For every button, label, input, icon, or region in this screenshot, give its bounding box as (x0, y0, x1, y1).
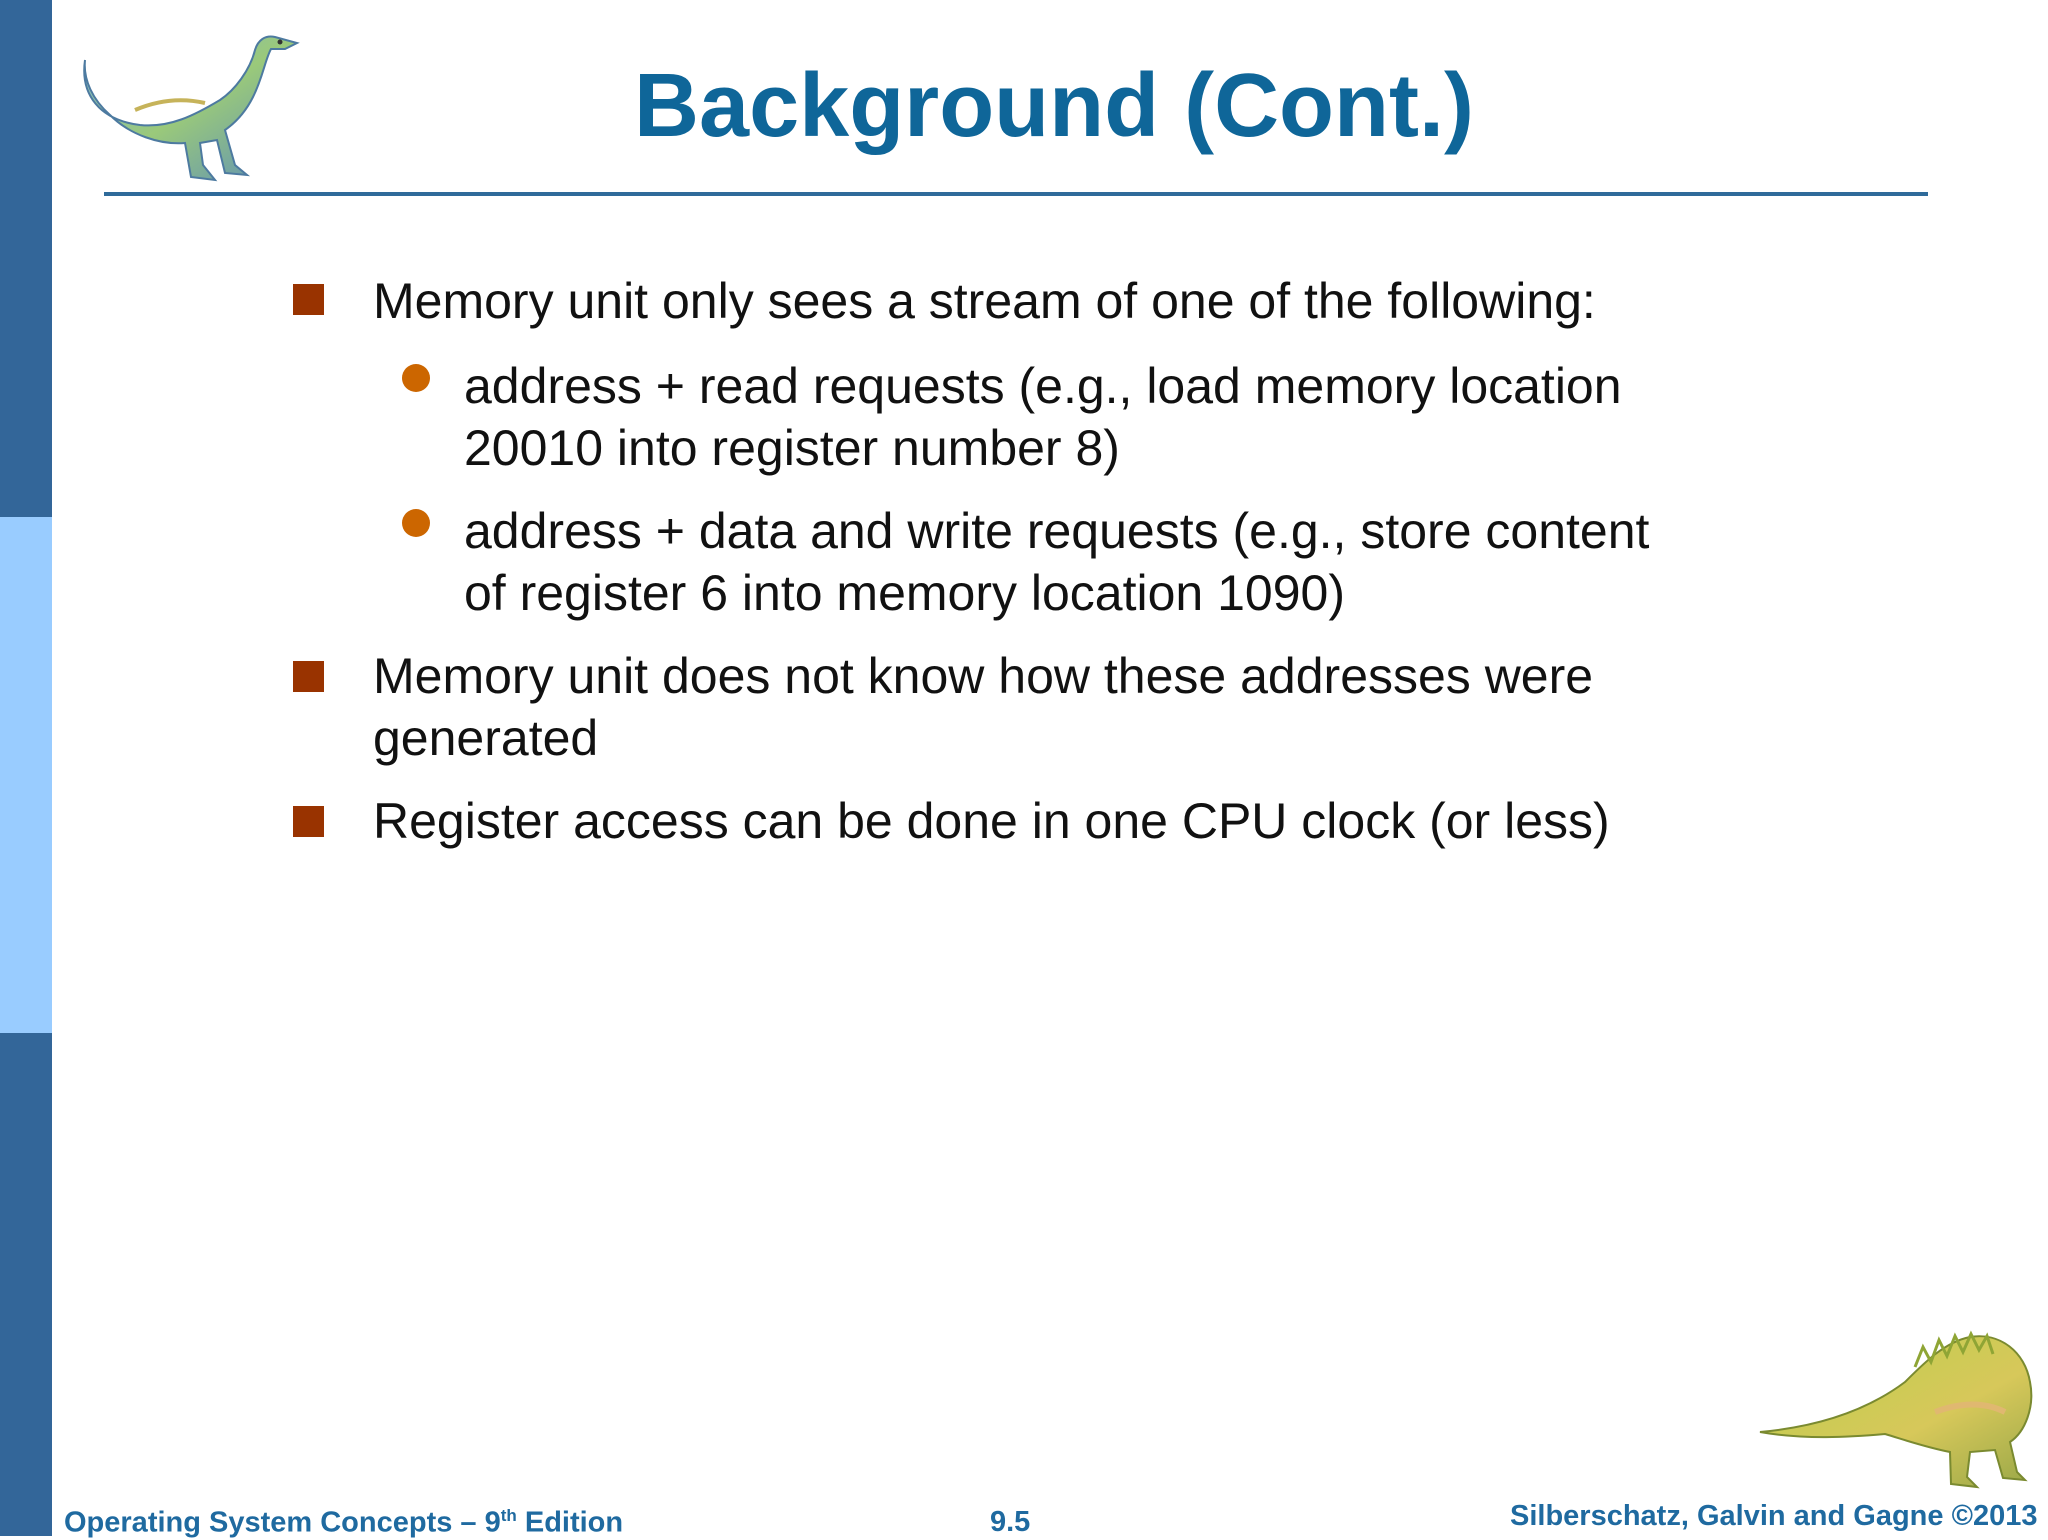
slide-title: Background (Cont.) (634, 56, 1474, 156)
sub-bullet-2: address + data and write requests (e.g.,… (464, 500, 1724, 624)
title-divider (104, 192, 1928, 196)
round-bullet-icon (402, 509, 430, 537)
dinosaur-bottom-icon (1759, 1330, 2033, 1489)
sidebar-bottom-band (0, 1033, 52, 1536)
dinosaur-top-icon (83, 35, 300, 182)
sidebar-middle-band (0, 517, 52, 1033)
footer-book-prefix: Operating System Concepts – 9 (64, 1506, 501, 1539)
square-bullet-icon (293, 661, 324, 692)
bullet-1: Memory unit only sees a stream of one of… (373, 273, 1596, 329)
bullet-3: Register access can be done in one CPU c… (373, 793, 1610, 849)
footer-page-number: 9.5 (990, 1506, 1031, 1538)
square-bullet-icon (293, 806, 324, 837)
footer-book-suffix: Edition (516, 1506, 624, 1539)
round-bullet-icon (402, 364, 430, 392)
bullet-2: Memory unit does not know how these addr… (373, 645, 1743, 769)
footer-book-sup: th (500, 1506, 517, 1525)
sub-bullet-2-line-2: of register 6 into memory location 1090) (464, 565, 1345, 621)
footer-authors: Silberschatz, Galvin and Gagne ©2013 (1510, 1500, 2038, 1532)
footer-book-title: Operating System Concepts – 9th Edition (64, 1506, 623, 1540)
bullet-2-line-2: generated (373, 710, 599, 766)
square-bullet-icon (293, 284, 324, 315)
sub-bullet-1-line-1: address + read requests (e.g., load memo… (464, 358, 1622, 414)
sidebar-top-band (0, 0, 52, 517)
sub-bullet-1: address + read requests (e.g., load memo… (464, 355, 1724, 479)
bullet-2-line-1: Memory unit does not know how these addr… (373, 648, 1594, 704)
sub-bullet-2-line-1: address + data and write requests (e.g.,… (464, 503, 1650, 559)
sub-bullet-1-line-2: 20010 into register number 8) (464, 420, 1120, 476)
